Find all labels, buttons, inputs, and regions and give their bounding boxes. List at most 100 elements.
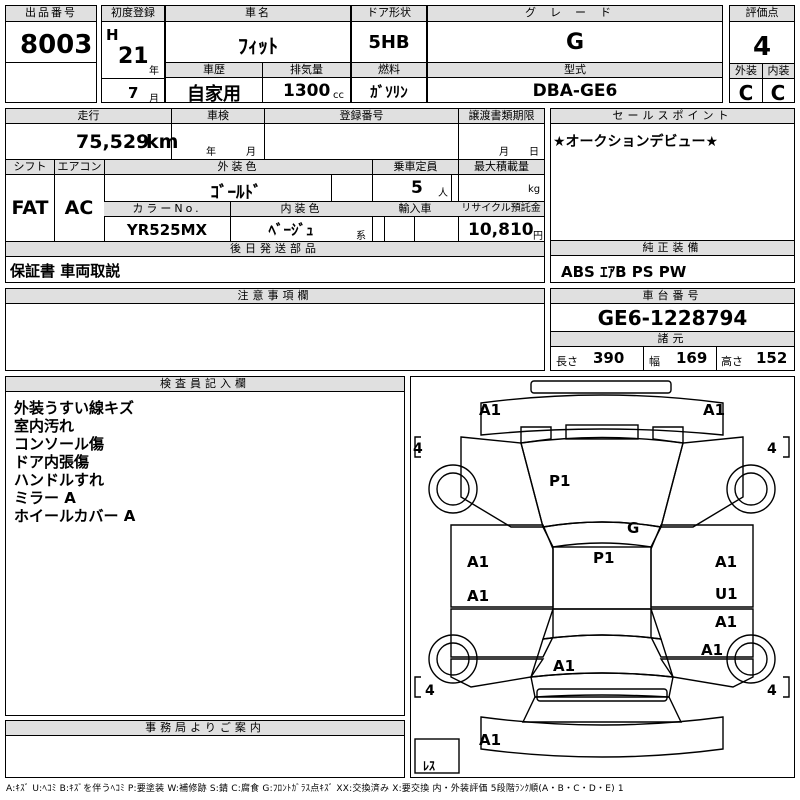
reg-month: 7 [128, 84, 139, 102]
chassis-box: 車台番号 GE6-1228794 諸元 長さ 390 幅 169 高さ 152 [550, 288, 795, 371]
fuel: ｶﾞｿﾘﾝ [370, 83, 408, 101]
door-label: ドア形状 [352, 6, 426, 22]
load-unit: kg [528, 184, 541, 195]
inspector-line: 外装うすい線キズ [14, 399, 135, 417]
first-reg-box: 初度登録 H 21 年 7 月 [101, 5, 165, 105]
shift-label: シフト [6, 160, 54, 175]
model-box: 型式 DBA-GE6 [427, 62, 723, 103]
mark-front-left: A1 [479, 401, 502, 419]
car-name-box: 車名 ﾌｨｯﾄ [165, 5, 351, 63]
sales-box: セールスポイント ★オークションデビュー★ [550, 108, 795, 241]
score-box: 評価点 4 外装 内装 C C [729, 5, 795, 105]
inspector-line: 室内汚れ [14, 417, 75, 435]
later-items-label: 後日発送部品 [6, 242, 544, 257]
transfer-day-unit: 日 [529, 147, 539, 158]
tire-tread-fl: 4 [413, 441, 423, 457]
lot-box: 出品番号 8003 [5, 5, 97, 103]
displacement: 1300 [283, 81, 331, 101]
shift-type: FAT [11, 197, 49, 219]
inspection-month-unit: 月 [246, 147, 256, 158]
model-label: 型式 [428, 63, 722, 78]
divider [264, 109, 265, 159]
tire-tread-fr: 4 [767, 441, 777, 457]
divider [458, 109, 459, 159]
ac-label: エアコン [54, 160, 104, 175]
door-type: 5HB [368, 32, 410, 53]
width-label: 幅 [649, 355, 660, 368]
divider [372, 160, 373, 241]
tire-value: 4 [425, 683, 435, 699]
lot-label: 出品番号 [6, 6, 96, 22]
dims-label: 諸元 [551, 332, 794, 347]
divider [54, 160, 55, 241]
divider [551, 331, 794, 332]
era: H [106, 26, 119, 44]
history-label: 車歴 [166, 63, 262, 78]
divider [6, 241, 544, 242]
divider [6, 159, 544, 160]
grade-box: グレード G [427, 5, 723, 63]
chassis-label: 車台番号 [551, 289, 794, 304]
model-code: DBA-GE6 [532, 81, 618, 101]
divider [171, 109, 172, 159]
interior-label: 内装 [762, 64, 794, 79]
capacity: 5 [411, 178, 423, 198]
car-outline [414, 380, 790, 774]
mileage-unit: km [146, 131, 179, 153]
month-unit: 月 [149, 94, 159, 105]
divider [230, 202, 231, 241]
divider [414, 217, 415, 241]
divider [716, 347, 717, 370]
mark-door-fr: A1 [715, 553, 738, 571]
inspector-line: ミラー A [14, 489, 76, 507]
inspector-label: 検査員記入欄 [6, 377, 404, 392]
mark-door-rl: A1 [467, 587, 490, 605]
inspector-line: コンソール傷 [14, 435, 105, 453]
ext-color-label: 外装色 [104, 160, 372, 175]
recycle-unit: 円 [533, 231, 543, 242]
door-box: ドア形状 5HB [351, 5, 427, 63]
height-label: 高さ [721, 355, 743, 368]
later-items: 保証書 車両取説 [10, 262, 121, 280]
interior-grade: C [770, 81, 786, 105]
ac-type: AC [64, 197, 94, 219]
transfer-label: 譲渡書類期限 [458, 109, 544, 124]
inspector-notes: 外装うすい線キズ 室内汚れ コンソール傷 ドア内張傷 ハンドルすれ ミラー A … [14, 399, 135, 525]
inspector-box: 検査員記入欄 外装うすい線キズ 室内汚れ コンソール傷 ドア内張傷 ハンドルすれ… [5, 376, 405, 716]
divider [643, 347, 644, 370]
score: 4 [752, 32, 772, 62]
load-label: 最大積載量 [458, 160, 544, 175]
mark-hood: P1 [549, 472, 571, 490]
divider [331, 175, 332, 201]
inspector-line: ホイールカバー A [14, 507, 136, 525]
fuel-box: 燃料 ｶﾞｿﾘﾝ [351, 62, 427, 103]
mark-rear-fender-r: A1 [701, 641, 724, 659]
office-label: 事務局よりご案内 [6, 721, 404, 736]
mark-trunk: A1 [553, 657, 576, 675]
equip-box: 純正装備 ABS ｴｱB PS PW [550, 240, 795, 283]
score-label: 評価点 [730, 6, 794, 22]
import-label: 輸入車 [372, 202, 458, 217]
office-box: 事務局よりご案内 [5, 720, 405, 778]
inspection-year-unit: 年 [206, 147, 216, 158]
mileage-label: 走行 [6, 109, 171, 124]
divider [458, 160, 459, 241]
car-name-label: 車名 [166, 6, 350, 22]
grade-label: グレード [428, 6, 722, 22]
divider [104, 160, 105, 241]
chassis-number: GE6-1228794 [597, 306, 748, 330]
length-value: 390 [593, 349, 625, 367]
color-no: YR525MX [126, 221, 208, 239]
height-value: 152 [756, 349, 788, 367]
color-no-label: カラーNo. [104, 202, 230, 217]
notes-label: 注意事項欄 [6, 289, 544, 304]
history-box: 車歴 自家用 [165, 62, 263, 105]
inspector-line: ドア内張傷 [14, 453, 90, 471]
tire-value: 4 [767, 683, 777, 699]
mark-door-fl: A1 [467, 553, 490, 571]
divider [6, 62, 96, 63]
capacity-label: 乗車定員 [372, 160, 458, 175]
tire-tread-rl: 4 [425, 683, 435, 699]
int-color: ﾍﾞｰｼﾞｭ [268, 221, 314, 239]
grade: G [565, 30, 585, 55]
